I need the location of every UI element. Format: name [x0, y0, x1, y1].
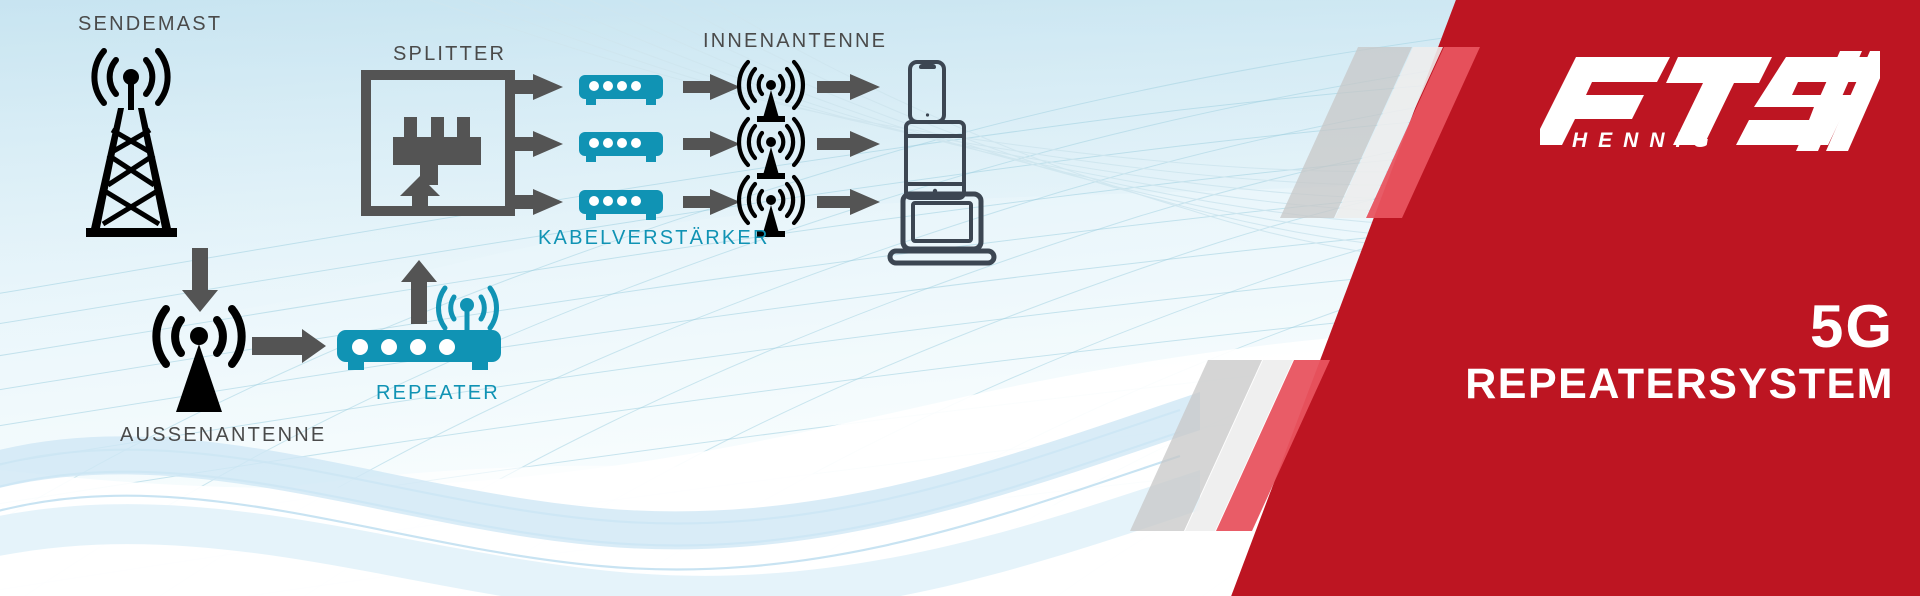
flow-arrow-splitter-out-3 — [510, 189, 563, 215]
headline-repeatersystem: REPEATERSYSTEM — [1465, 360, 1894, 408]
flow-arrow-splitter-out-1 — [510, 74, 563, 100]
flow-arrow-splitter-out-2 — [510, 131, 563, 157]
indoor-antenna-icon-3 — [737, 174, 805, 237]
laptop-icon — [887, 191, 997, 266]
flow-arrow-up-repeater-splitter — [401, 260, 437, 324]
label-sendemast: SENDEMAST — [78, 13, 223, 35]
flow-arrow-amp-antenna-2 — [683, 131, 740, 157]
flow-arrow-splitter-input — [400, 176, 440, 212]
fts-logo-mark — [1540, 51, 1880, 151]
fts-hennig-logo: HENNIG — [1540, 45, 1880, 175]
cell-tower-icon — [86, 48, 177, 237]
flow-arrow-antenna-device-1 — [817, 74, 880, 100]
diagonal-shape-lower — [1130, 360, 1330, 531]
label-innenantenne: INNENANTENNE — [703, 30, 888, 52]
flow-arrow-down-tower — [182, 248, 218, 312]
diagonal-shape-upper — [1280, 47, 1480, 218]
flow-arrow-amp-antenna-3 — [683, 189, 740, 215]
logo-subtitle: HENNIG — [1572, 129, 1720, 152]
outdoor-antenna-icon — [152, 305, 246, 412]
cable-amplifier-icon-3 — [579, 190, 663, 220]
label-kabelverstaerker: KABELVERSTÄRKER — [538, 227, 770, 249]
tablet-icon — [904, 120, 966, 200]
splitter-icon — [361, 70, 515, 216]
repeater-icon — [337, 285, 501, 370]
headline-5g: 5G — [1809, 293, 1894, 360]
flow-arrow-antenna-device-3 — [817, 189, 880, 215]
label-repeater: REPEATER — [376, 382, 500, 404]
label-aussenantenne: AUSSENANTENNE — [120, 424, 327, 446]
cable-amplifier-icon-1 — [579, 75, 663, 105]
indoor-antenna-icon-2 — [737, 116, 805, 179]
cable-amplifier-icon-2 — [579, 132, 663, 162]
flow-arrow-antenna-repeater — [252, 329, 326, 363]
label-splitter: SPLITTER — [393, 43, 507, 65]
indoor-antenna-icon-1 — [737, 59, 805, 122]
smartphone-icon — [908, 60, 946, 124]
flow-arrow-amp-antenna-1 — [683, 74, 740, 100]
flow-arrow-antenna-device-2 — [817, 131, 880, 157]
